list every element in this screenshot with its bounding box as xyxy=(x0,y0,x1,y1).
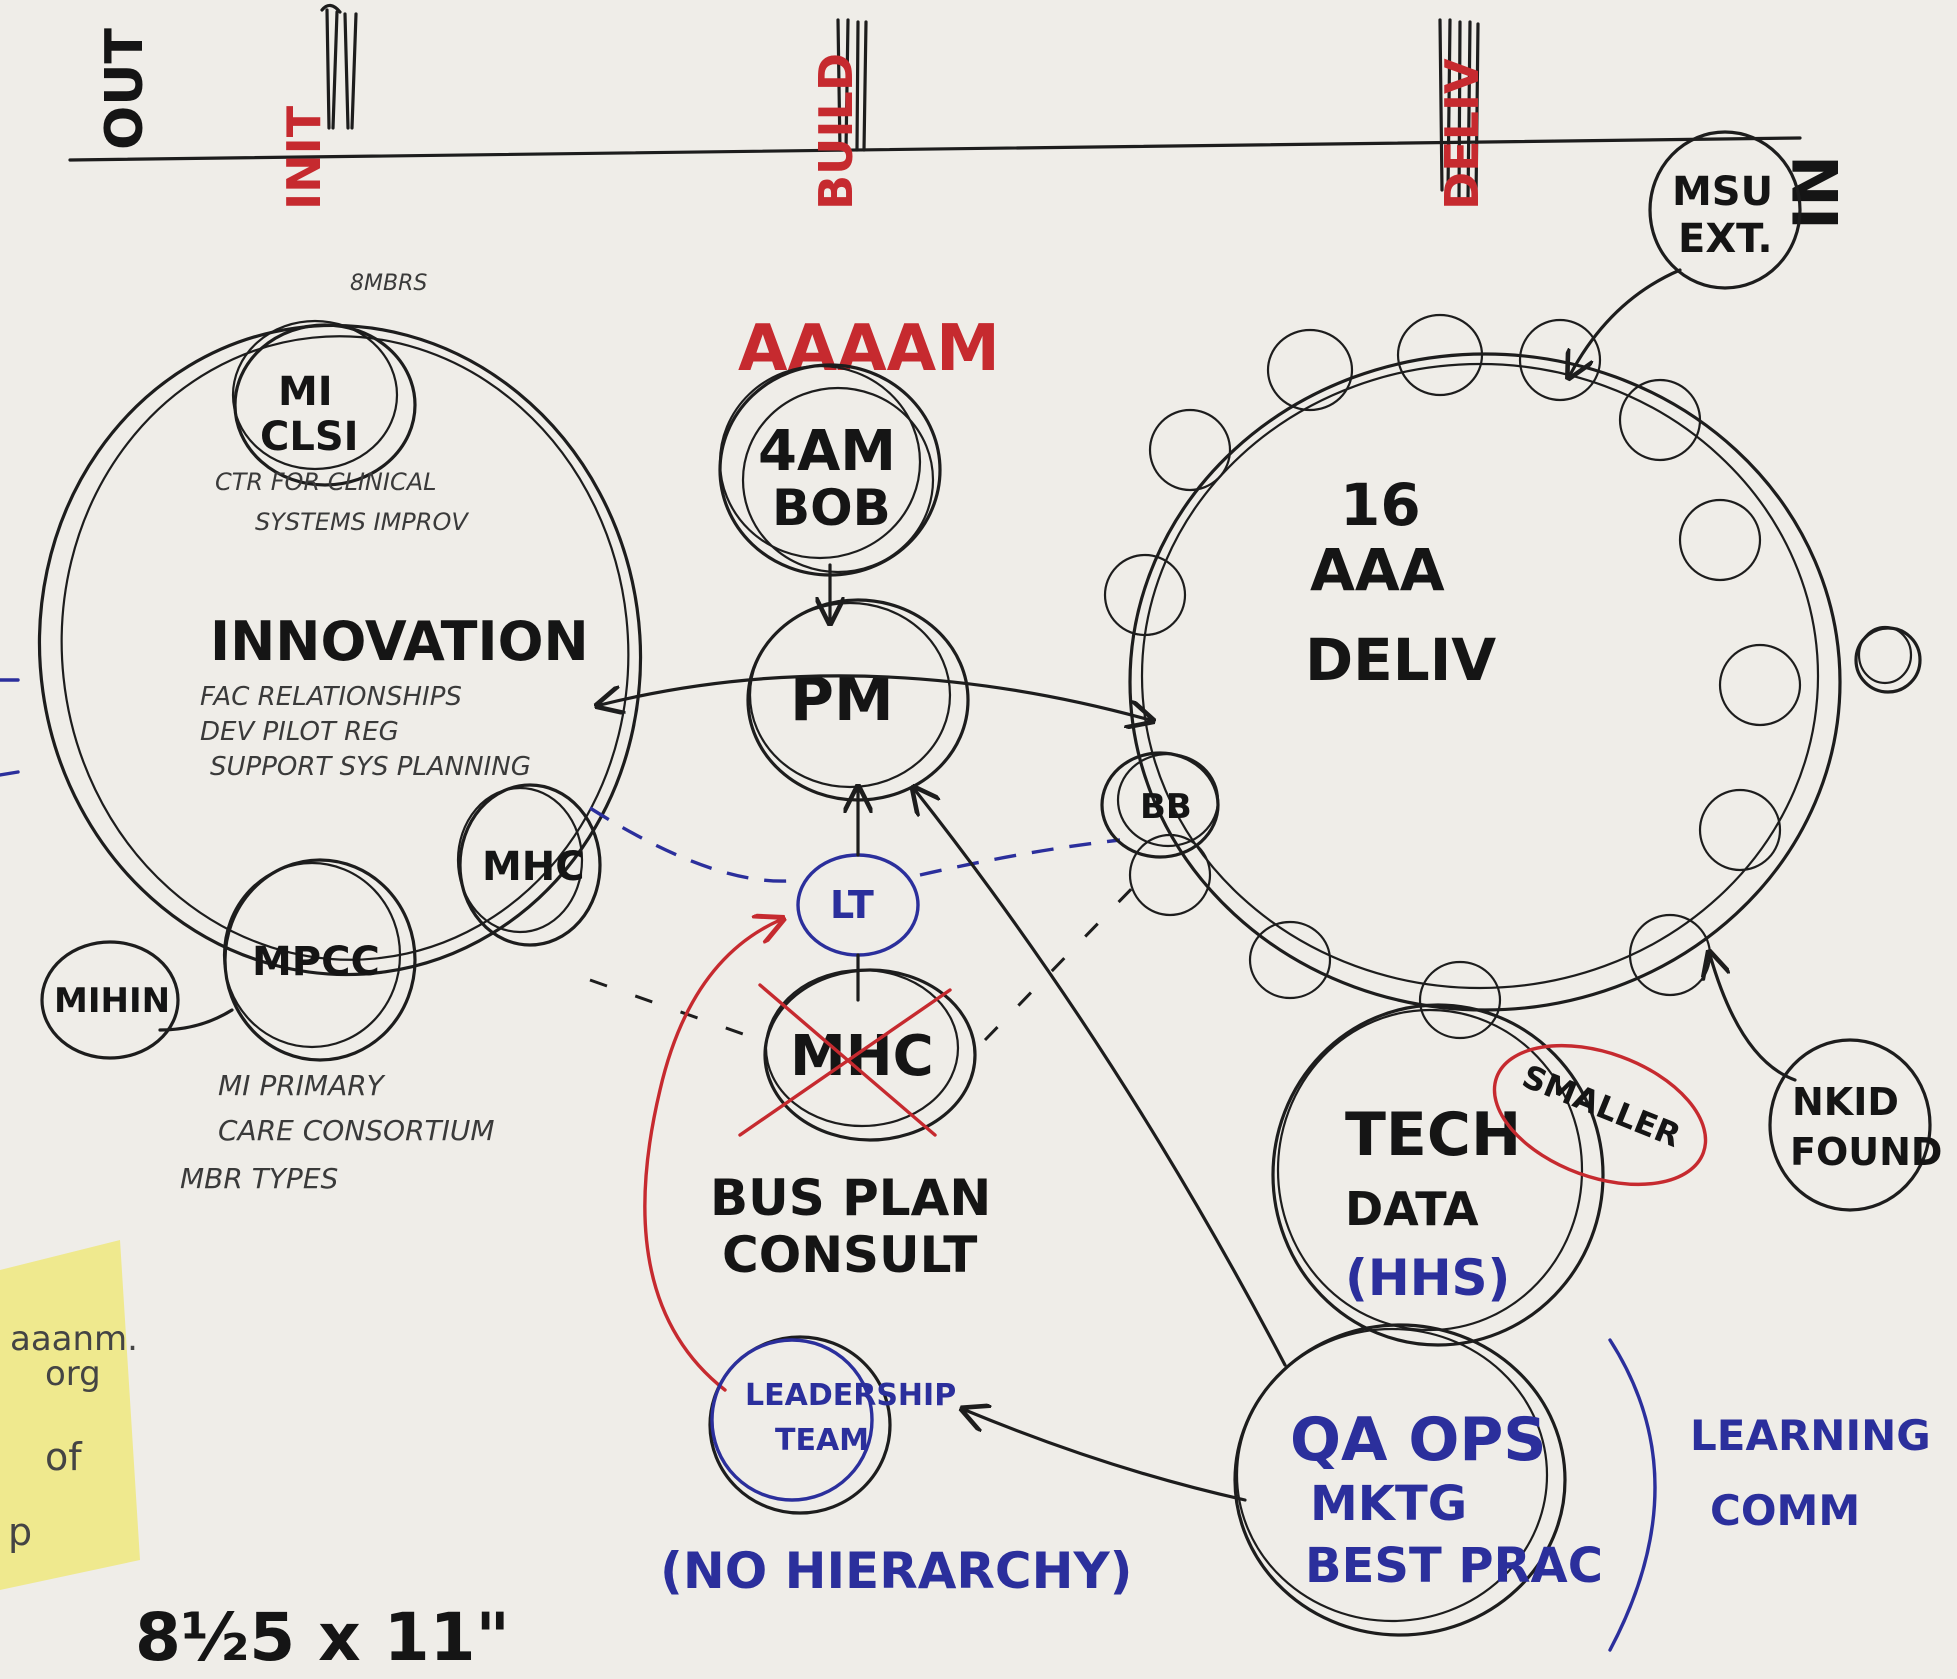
top-node-line-1: 4AM xyxy=(758,419,896,484)
delivery-line-2: DELIV xyxy=(1305,626,1496,694)
node-mi-clsi: MI CLSI xyxy=(231,319,417,487)
tech-line-1: TECH xyxy=(1345,1100,1521,1170)
margin-marks xyxy=(0,678,20,777)
mi-clsi-note-1: CTR FOR CLINICAL xyxy=(215,468,437,496)
bb-label: BB xyxy=(1140,787,1192,827)
node-mihin: MIHIN xyxy=(40,940,234,1060)
sticky-note: aaanm. org of p xyxy=(0,1240,140,1590)
arrow-innovation-deliv xyxy=(600,674,1150,720)
arrow-found-to-deliv xyxy=(1710,955,1797,1082)
out-label: OUT xyxy=(95,28,155,150)
innovation-group: INNOVATION FAC RELATIONSHIPS DEV PILOT R… xyxy=(37,271,643,1195)
node-found: NKID FOUND xyxy=(1710,955,1942,1212)
arrow-qa-to-pm xyxy=(915,790,1287,1367)
node-top-center: 4AM BOB xyxy=(718,363,942,577)
node-pm: PM xyxy=(746,598,970,802)
delivery-line-1: AAA xyxy=(1310,536,1445,604)
tech-line-2: DATA xyxy=(1345,1182,1479,1236)
innovation-note-1: FAC RELATIONSHIPS xyxy=(200,682,462,712)
bus-plan-line-1: BUS PLAN xyxy=(710,1169,991,1227)
qa-line-2: MKTG xyxy=(1310,1476,1467,1532)
node-bb: BB xyxy=(1100,751,1220,859)
black-dash-left xyxy=(589,978,761,1042)
mpcc-note-3: MBR TYPES xyxy=(180,1162,338,1195)
leadership-line-2: TEAM xyxy=(775,1423,869,1458)
msu-ext-line-2: EXT. xyxy=(1678,216,1773,262)
node-mhc-center: MHC xyxy=(738,968,977,1142)
node-leadership: LEADERSHIP TEAM xyxy=(708,1335,956,1515)
learning-line-1: LEARNING xyxy=(1690,1411,1931,1460)
members-note: 8MBRS xyxy=(350,271,427,296)
mpcc-note-1: MI PRIMARY xyxy=(218,1069,386,1102)
node-lt: LT xyxy=(796,853,920,957)
bus-plan-line-2: CONSULT xyxy=(722,1226,977,1284)
innovation-note-2: DEV PILOT REG xyxy=(200,717,399,747)
black-dash-right xyxy=(983,878,1142,1042)
found-line-1: NKID xyxy=(1792,1080,1899,1124)
node-msu-ext: MSU EXT. xyxy=(1570,130,1802,375)
sticky-line-3: of xyxy=(45,1435,83,1479)
mi-clsi-note-2: SYSTEMS IMPROV xyxy=(255,508,469,536)
timeline: OUT IN INIT BUILD DELIV xyxy=(68,3,1853,230)
leadership-line-1: LEADERSHIP xyxy=(745,1378,956,1413)
stage-init-label: INIT xyxy=(277,105,331,210)
lt-label: LT xyxy=(830,883,874,927)
mpcc-note-2: CARE CONSORTIUM xyxy=(218,1114,495,1147)
cross-out-mark xyxy=(738,983,952,1137)
blue-dashed-link xyxy=(589,806,1121,883)
found-line-2: FOUND xyxy=(1790,1130,1942,1174)
node-qa: QA OPS MKTG BEST PRAC xyxy=(965,1323,1657,1652)
msu-ext-line-1: MSU xyxy=(1672,169,1773,215)
smaller-label: SMALLER xyxy=(1517,1057,1686,1155)
arrow-qa-to-leadership xyxy=(965,1410,1247,1502)
delivery-group: 16 AAA DELIV BB xyxy=(965,130,1942,1652)
sticky-line-2: org xyxy=(45,1354,101,1394)
mhc-center-label: MHC xyxy=(790,1024,934,1089)
stage-init: INIT xyxy=(277,3,358,210)
delivery-count: 16 xyxy=(1340,471,1421,539)
node-mpcc: MPCC xyxy=(222,858,417,1062)
stage-build: BUILD xyxy=(809,18,868,210)
arrow-msu-to-deliv xyxy=(1570,268,1682,375)
sticky-line-1: aaanm. xyxy=(10,1319,138,1359)
mihin-label: MIHIN xyxy=(54,981,170,1021)
center-group: AAAAM 4AM BOB PM LT MHC xyxy=(589,312,1287,1600)
node-tech-data: TECH DATA (HHS) xyxy=(1271,1003,1605,1347)
mpcc-label: MPCC xyxy=(252,939,380,985)
learning-line-2: COMM xyxy=(1710,1486,1860,1535)
sticky-line-4: p xyxy=(8,1510,32,1554)
innovation-note-3: SUPPORT SYS PLANNING xyxy=(210,752,531,782)
node-mhc-left: MHC xyxy=(456,783,602,947)
mi-clsi-line-1: MI xyxy=(278,369,333,415)
page-size-note: 8½5 x 11" xyxy=(135,1599,510,1676)
member-circles xyxy=(1103,313,1922,1040)
in-label: IN xyxy=(1780,155,1853,230)
top-node-line-2: BOB xyxy=(772,479,891,537)
red-arrow-to-lt xyxy=(643,920,780,1392)
stage-deliv-label: DELIV xyxy=(1435,58,1489,210)
mi-clsi-line-2: CLSI xyxy=(260,414,359,460)
tech-line-3: (HHS) xyxy=(1345,1249,1510,1307)
stage-deliv: DELIV xyxy=(1435,18,1489,210)
learning-bracket xyxy=(1608,1338,1657,1652)
stage-build-label: BUILD xyxy=(809,53,863,210)
innovation-title: INNOVATION xyxy=(210,610,589,673)
qa-line-1: QA OPS xyxy=(1290,1405,1547,1475)
mhc-left-label: MHC xyxy=(482,844,585,890)
qa-line-3: BEST PRAC xyxy=(1305,1538,1603,1594)
no-hierarchy-label: (NO HIERARCHY) xyxy=(660,1542,1133,1600)
